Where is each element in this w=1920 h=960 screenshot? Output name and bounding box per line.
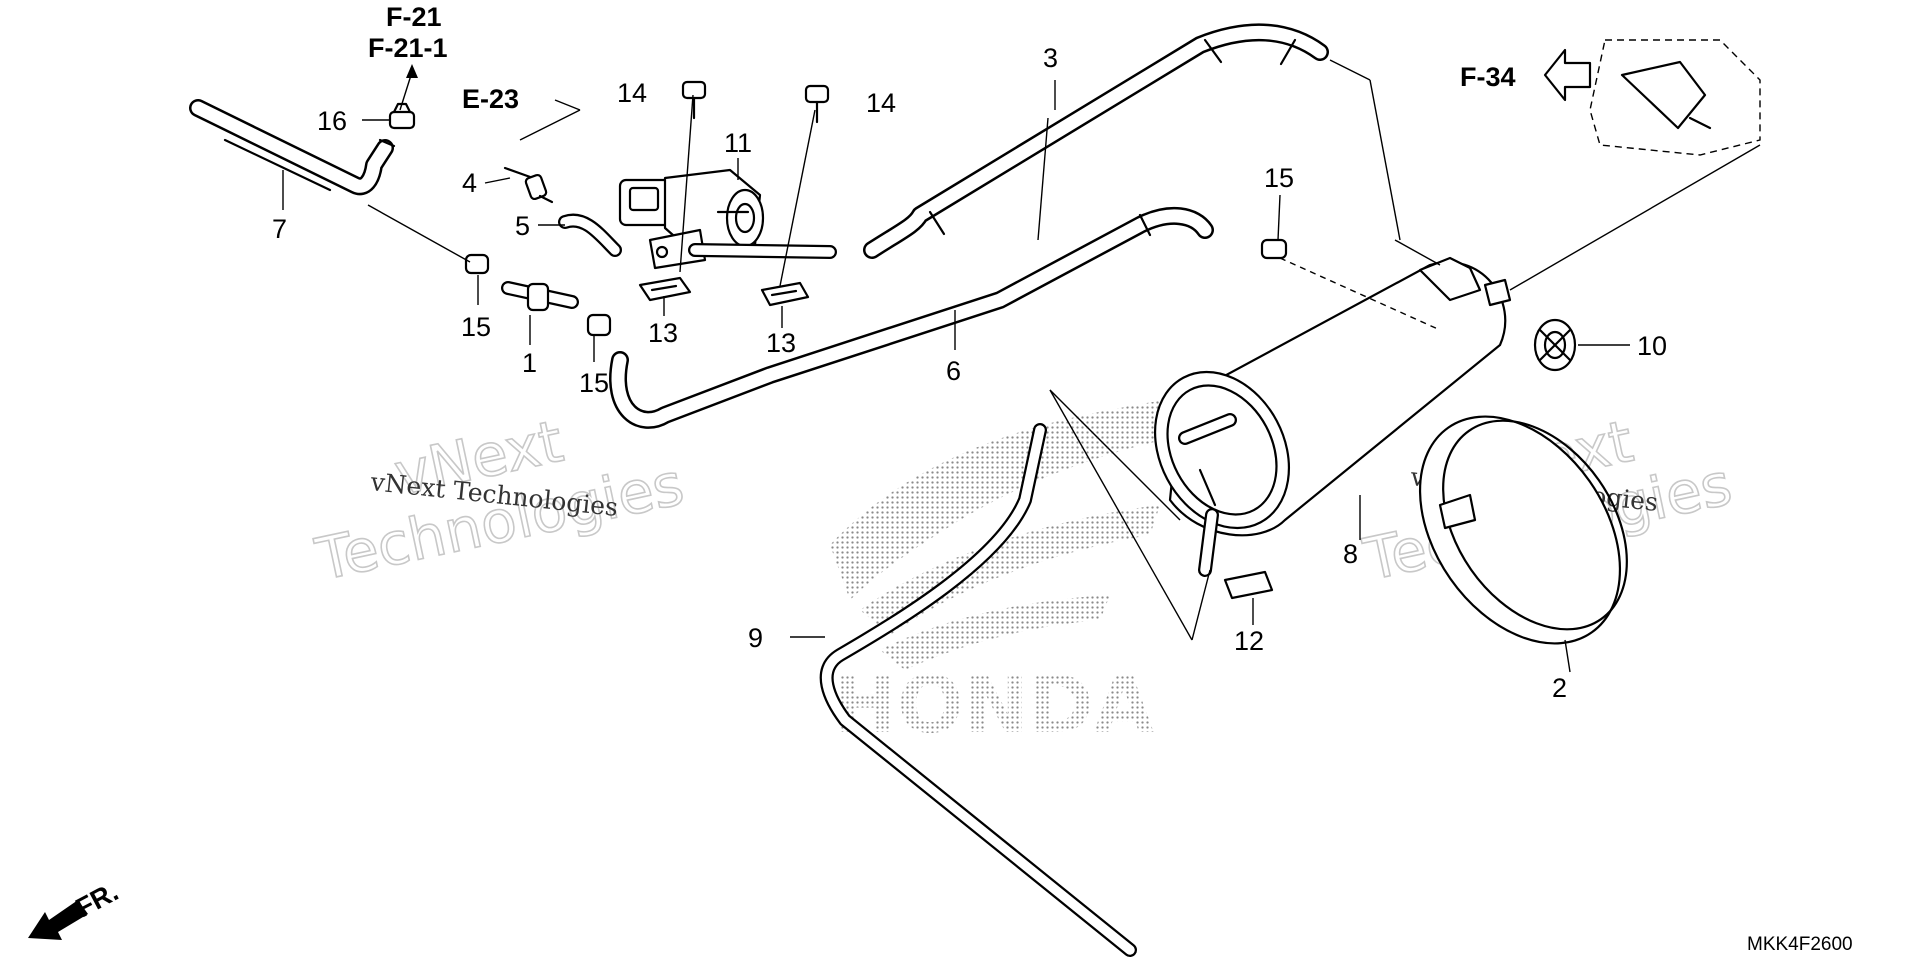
callout-11: 11 xyxy=(724,128,752,158)
part-14-bolt-right xyxy=(804,84,830,124)
part-1-connector xyxy=(501,281,579,312)
callout-15-left: 15 xyxy=(461,312,491,342)
part-13-grommet-right xyxy=(760,281,810,307)
part-2-band xyxy=(1418,415,1628,645)
part-15-clip-b xyxy=(586,313,612,337)
front-arrow: FR. xyxy=(28,876,123,940)
part-11-solenoid-valve xyxy=(618,168,837,270)
callout-6: 6 xyxy=(946,356,961,386)
part-12-pad xyxy=(1223,570,1274,600)
part-5-hose xyxy=(558,213,622,257)
callout-7: 7 xyxy=(272,214,287,244)
leader-lines xyxy=(282,59,1761,673)
f34-detail-box xyxy=(1589,39,1761,156)
arrow-f34 xyxy=(1543,48,1592,102)
callout-4: 4 xyxy=(462,168,477,198)
part-10-grommet xyxy=(1533,318,1577,372)
ref-f34: F-34 xyxy=(1460,62,1516,92)
callout-5: 5 xyxy=(515,211,530,241)
part-15-clip-c xyxy=(1260,238,1288,260)
callout-12: 12 xyxy=(1234,626,1264,656)
part-4-fitting xyxy=(503,166,554,204)
ref-f21-1: F-21-1 xyxy=(368,33,448,63)
callout-13-right: 13 xyxy=(766,328,796,358)
part-3-hose xyxy=(863,23,1329,259)
honda-wordmark: HONDA xyxy=(832,661,1154,751)
callout-13-left: 13 xyxy=(648,318,678,348)
watermark-left: vNext Technologies vNext Technologies xyxy=(309,406,690,595)
part-13-grommet-left xyxy=(638,276,692,302)
callout-16: 16 xyxy=(317,106,347,136)
arrow-f21 xyxy=(399,64,418,111)
part-16-clip xyxy=(388,102,416,130)
part-8-canister xyxy=(1153,256,1512,577)
ref-f21: F-21 xyxy=(386,2,442,32)
callout-14-right: 14 xyxy=(866,88,896,118)
callout-14-left: 14 xyxy=(617,78,647,108)
callout-15-middle: 15 xyxy=(579,368,609,398)
part-9-tube xyxy=(819,423,1137,957)
part-14-bolt-left xyxy=(681,80,707,120)
callout-1: 1 xyxy=(522,348,537,378)
callout-9: 9 xyxy=(748,623,763,653)
part-7-tube xyxy=(189,99,396,196)
callout-10: 10 xyxy=(1637,331,1667,361)
part-15-clip-a xyxy=(464,253,490,275)
callout-8: 8 xyxy=(1343,539,1358,569)
callout-2: 2 xyxy=(1552,673,1567,703)
part-6-hose xyxy=(609,206,1214,429)
callout-15-right: 15 xyxy=(1264,163,1294,193)
ref-e23: E-23 xyxy=(462,84,519,114)
diagram-code: MKK4F2600 xyxy=(1747,934,1853,955)
callout-3: 3 xyxy=(1043,43,1058,73)
